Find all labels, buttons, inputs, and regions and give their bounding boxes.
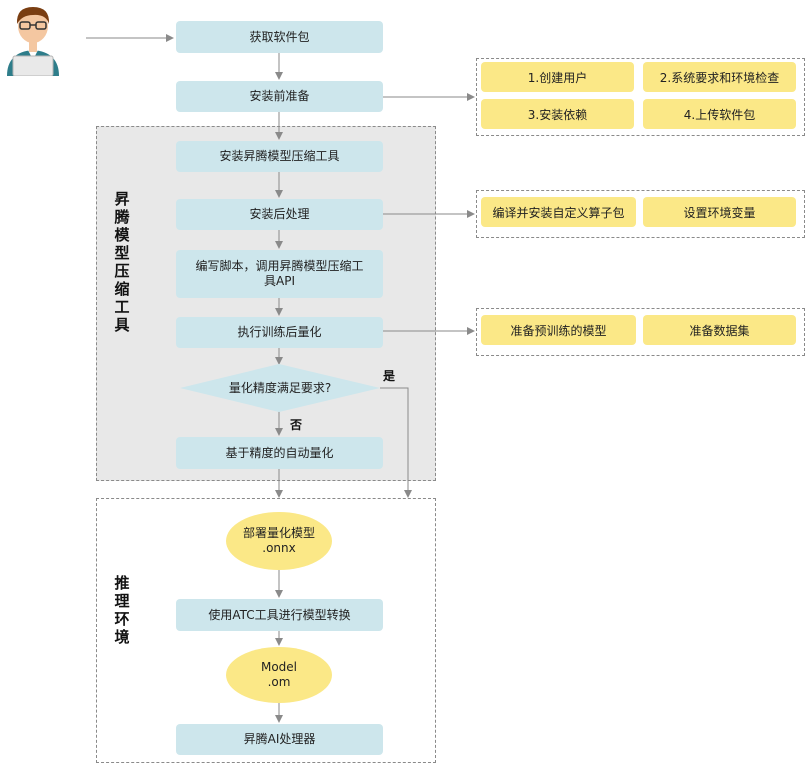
branch-yes-label: 是 (383, 369, 396, 383)
pre-install-step[interactable]: 安装前准备 (176, 81, 383, 112)
auto-quant-step[interactable]: 基于精度的自动量化 (176, 437, 383, 469)
note-prepare-dataset: 准备数据集 (643, 315, 796, 345)
get-package-step[interactable]: 获取软件包 (176, 21, 383, 53)
run-quant-step[interactable]: 执行训练后量化 (176, 317, 383, 348)
inference-env-group-label: 推 理 环 境 (114, 574, 130, 646)
note-upload-package: 4.上传软件包 (643, 99, 796, 129)
note-install-deps: 3.安装依赖 (481, 99, 634, 129)
install-tool-step[interactable]: 安装昇腾模型压缩工具 (176, 141, 383, 172)
note-set-env-vars: 设置环境变量 (643, 197, 796, 227)
compress-tool-group (96, 126, 436, 481)
arrow-decision-yes (380, 387, 412, 498)
atc-convert-step[interactable]: 使用ATC工具进行模型转换 (176, 599, 383, 631)
note-create-user: 1.创建用户 (481, 62, 634, 92)
branch-no-label: 否 (290, 418, 303, 432)
decision-diamond (180, 364, 380, 412)
model-om-node[interactable]: Model .om (226, 647, 332, 703)
note-compile-custom-ops: 编译并安装自定义算子包 (481, 197, 636, 227)
ai-processor-step[interactable]: 昇腾AI处理器 (176, 724, 383, 755)
note-system-check: 2.系统要求和环境检查 (643, 62, 796, 92)
note-prepare-model: 准备预训练的模型 (481, 315, 636, 345)
post-install-step[interactable]: 安装后处理 (176, 199, 383, 230)
person-at-laptop-icon (7, 7, 59, 76)
compress-tool-group-label: 昇 腾 模 型 压 缩 工 具 (114, 190, 130, 334)
write-script-step[interactable]: 编写脚本，调用昇腾模型压缩工具API (176, 250, 383, 298)
deploy-model-node[interactable]: 部署量化模型 .onnx (226, 512, 332, 570)
decision-label: 量化精度满足要求? (228, 381, 332, 395)
